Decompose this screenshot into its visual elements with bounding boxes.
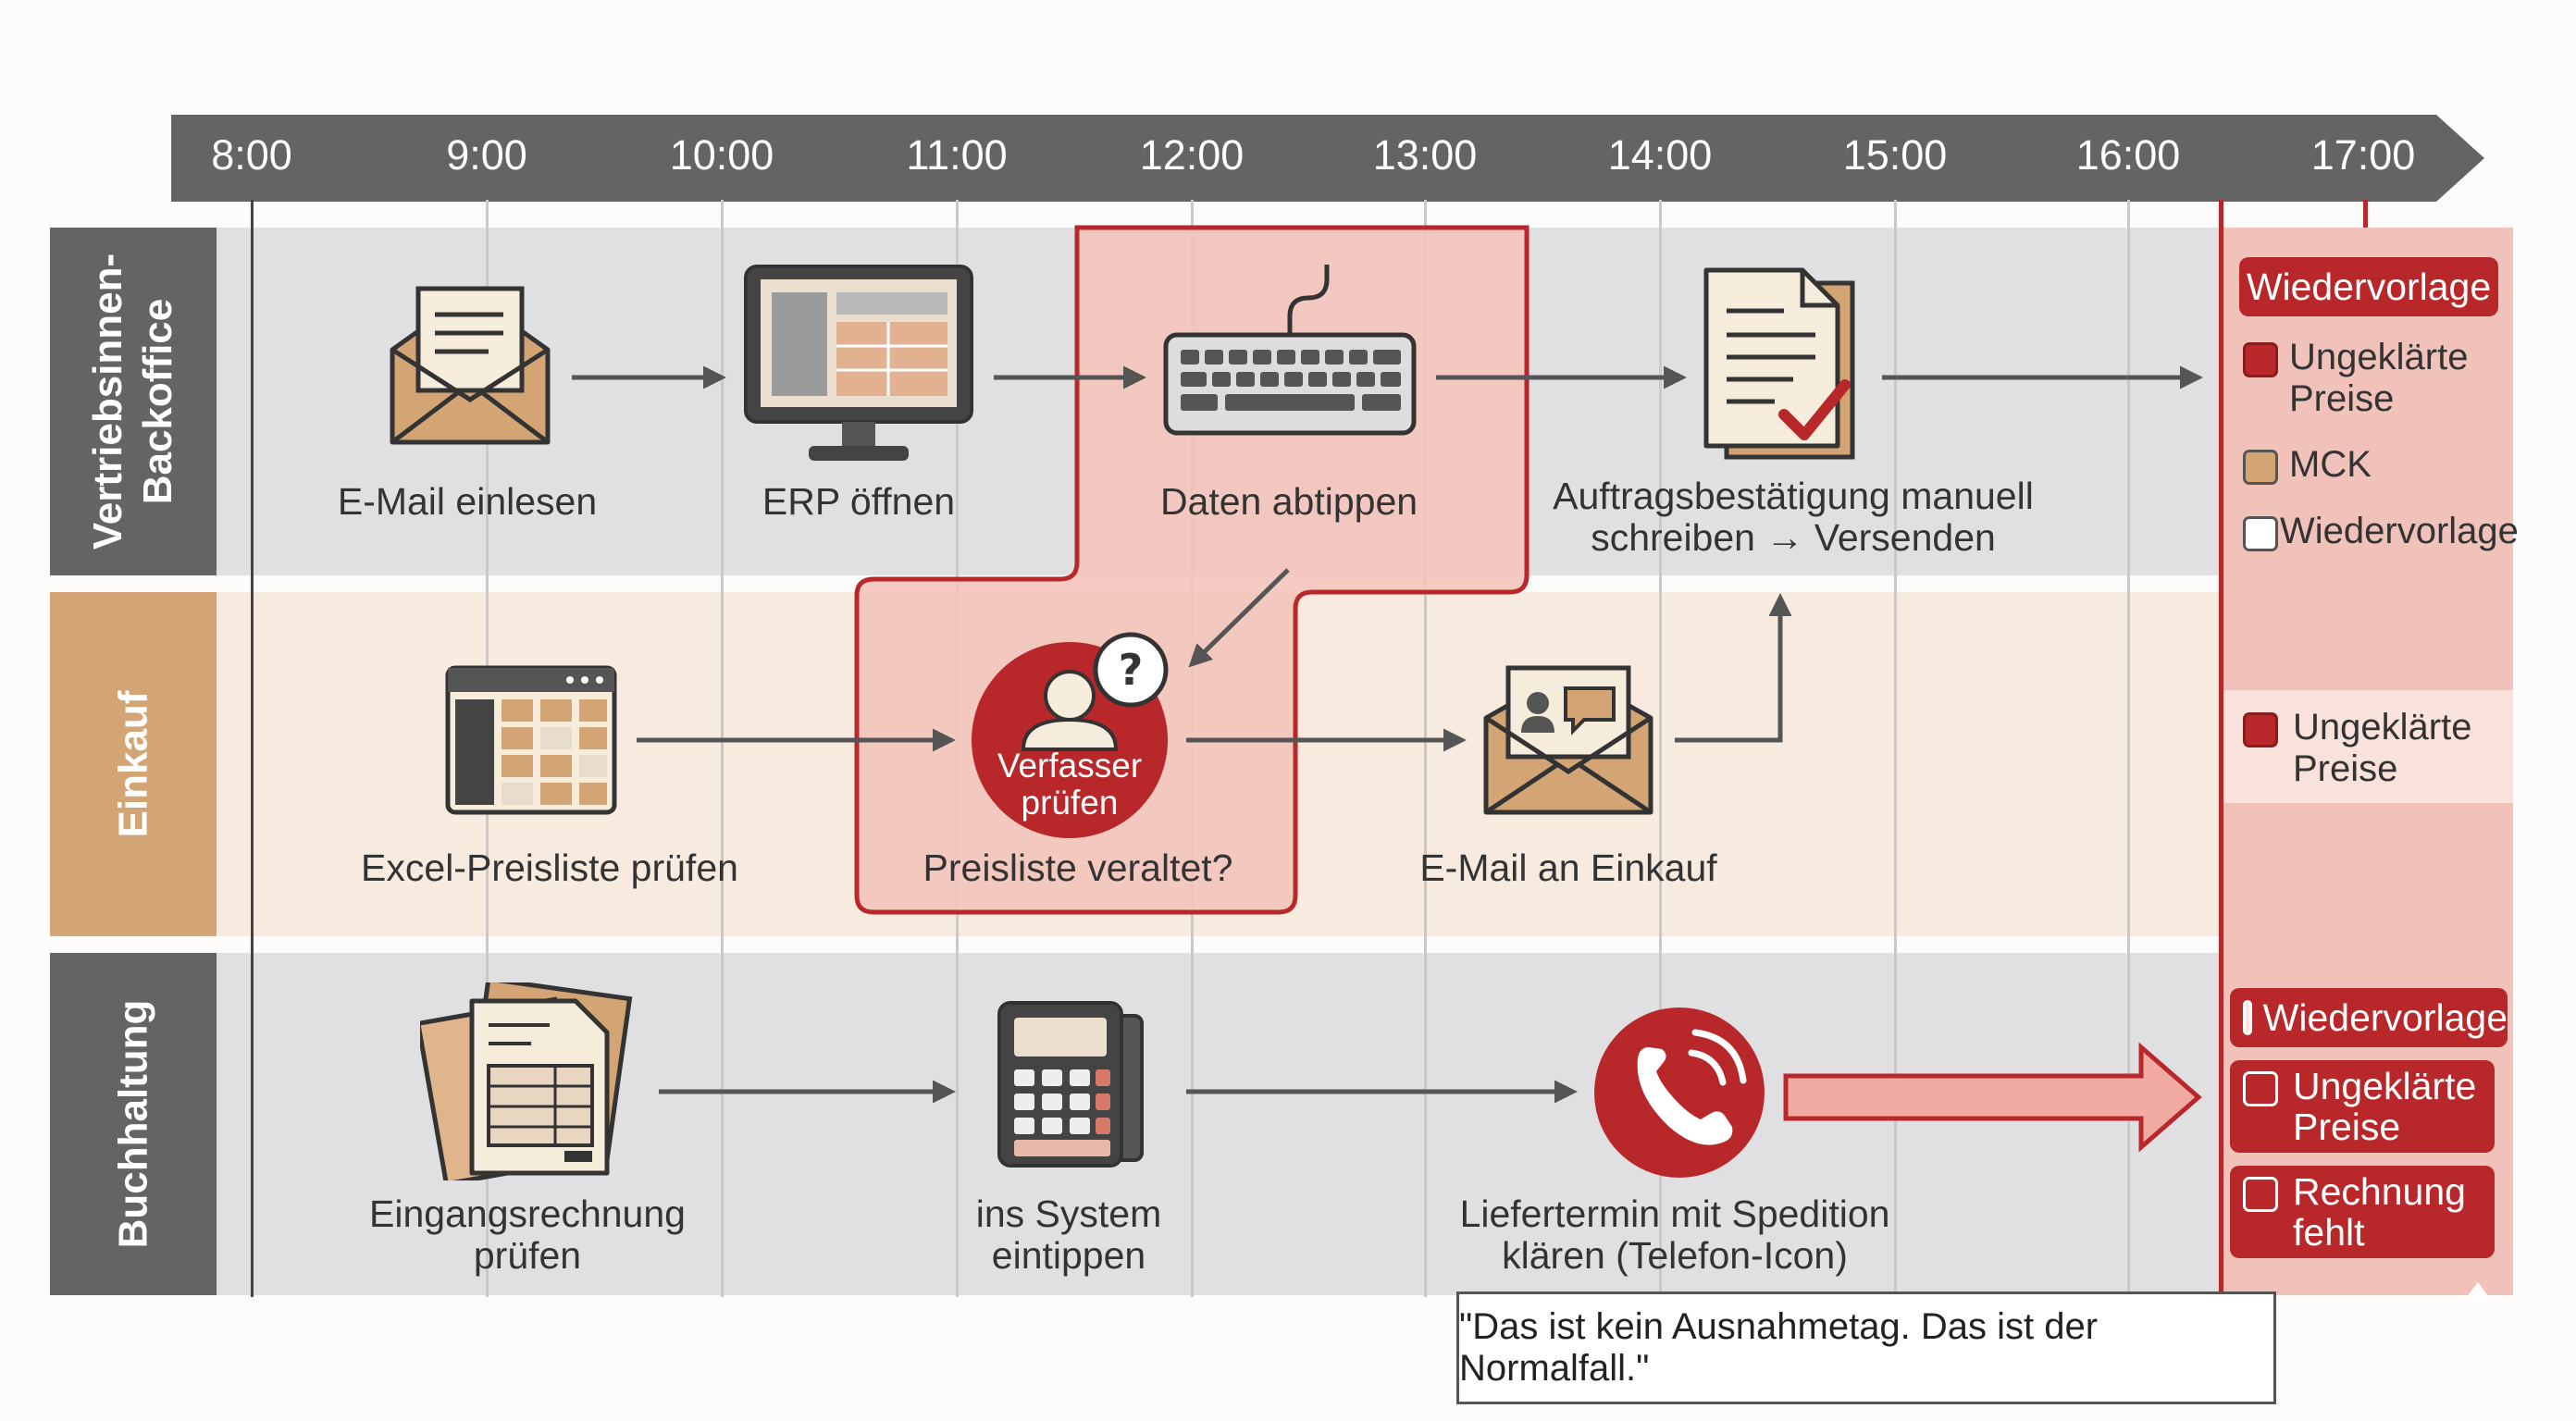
document-check-icon	[1703, 267, 1855, 460]
hour-9: 9:00	[446, 131, 527, 179]
hour-line	[1659, 200, 1662, 1297]
hour-15: 15:00	[1842, 131, 1948, 179]
phone-icon	[1594, 1007, 1765, 1178]
small-up-caret-icon	[2467, 1282, 2489, 1297]
big-arrow	[1783, 1042, 2202, 1153]
status-empty-square	[2243, 516, 2278, 551]
verfasser-pruefen-label: Verfasser prüfen	[997, 747, 1143, 822]
status-buchhaltung-item-1: Wiedervorlage	[2262, 996, 2508, 1039]
hour-8: 8:00	[211, 131, 292, 179]
status-red-square	[2243, 342, 2278, 377]
status-empty-square	[2243, 1071, 2278, 1106]
status-backoffice-item-3: Wiedervorlage	[2280, 511, 2519, 551]
person-question-icon: ?	[972, 632, 1169, 838]
lane-label-bg-buchhaltung	[50, 953, 217, 1295]
svg-text:?: ?	[1119, 645, 1144, 695]
task-daten-abtippen: Daten abtippen	[1159, 480, 1418, 523]
status-backoffice-item-1: Ungeklärte Preise	[2289, 337, 2469, 419]
hour-17: 17:00	[2310, 131, 2416, 179]
lane-label-bg-einkauf	[50, 592, 217, 936]
timeline-bar	[171, 115, 2484, 202]
task-erp-oeffnen: ERP öffnen	[762, 480, 956, 523]
status-buchhaltung-pill-3: Rechnung fehlt	[2230, 1166, 2495, 1258]
deadline-tick	[2363, 200, 2368, 228]
task-eingangsrechnung: Eingangsrechnung prüfen	[369, 1192, 686, 1277]
calculator-phone-icon	[997, 1001, 1144, 1168]
status-buchhaltung-pill-2: Ungeklärte Preise	[2230, 1060, 2495, 1153]
task-excel-preisliste: Excel-Preisliste prüfen	[361, 846, 738, 889]
status-backoffice-item-2: MCK	[2289, 444, 2372, 485]
lane-label-bg-backoffice	[50, 228, 217, 575]
status-red-square	[2243, 712, 2278, 748]
deadline-line	[2219, 200, 2223, 1297]
hour-13: 13:00	[1372, 131, 1478, 179]
status-buchhaltung-pill-1: Wiedervorlage	[2230, 988, 2508, 1047]
hour-16: 16:00	[2075, 131, 2181, 179]
invoices-icon	[420, 982, 633, 1180]
task-ins-system: ins System eintippen	[975, 1192, 1162, 1277]
computer-monitor-icon	[744, 265, 973, 461]
hour-line	[1424, 200, 1427, 1297]
status-buchhaltung-item-2: Ungeklärte Preise	[2293, 1065, 2477, 1148]
hour-10: 10:00	[669, 131, 774, 179]
spreadsheet-icon	[445, 665, 617, 815]
quote-box: "Das ist kein Ausnahmetag. Das ist der N…	[1456, 1291, 2276, 1404]
hour-line	[721, 200, 724, 1297]
hour-11: 11:00	[906, 131, 1008, 179]
status-wiedervorlage-header: Wiedervorlage	[2239, 257, 2498, 316]
status-einkauf-item-1: Ungeklärte Preise	[2293, 707, 2472, 789]
keyboard-icon	[1163, 265, 1417, 436]
hour-12: 12:00	[1139, 131, 1245, 179]
task-email-einkauf: E-Mail an Einkauf	[1419, 846, 1717, 889]
task-preisliste-veraltet: Preisliste veraltet?	[923, 846, 1233, 889]
task-email-einlesen: E-Mail einlesen	[337, 480, 598, 523]
task-liefertermin: Liefertermin mit Spedition klären (Telef…	[1459, 1192, 1890, 1277]
hour-line	[1894, 200, 1897, 1297]
hour-line	[251, 200, 254, 1297]
status-empty-square	[2243, 1177, 2278, 1212]
hour-line	[2127, 200, 2130, 1297]
hour-14: 14:00	[1607, 131, 1713, 179]
status-empty-square	[2243, 1000, 2252, 1035]
status-beige-square	[2243, 450, 2278, 485]
envelope-message-icon	[1483, 665, 1653, 815]
envelope-icon	[390, 286, 551, 445]
task-auftragsbestaetigung: Auftragsbestätigung manuell schreiben → …	[1553, 475, 2034, 559]
status-buchhaltung-item-3: Rechnung fehlt	[2293, 1170, 2466, 1254]
